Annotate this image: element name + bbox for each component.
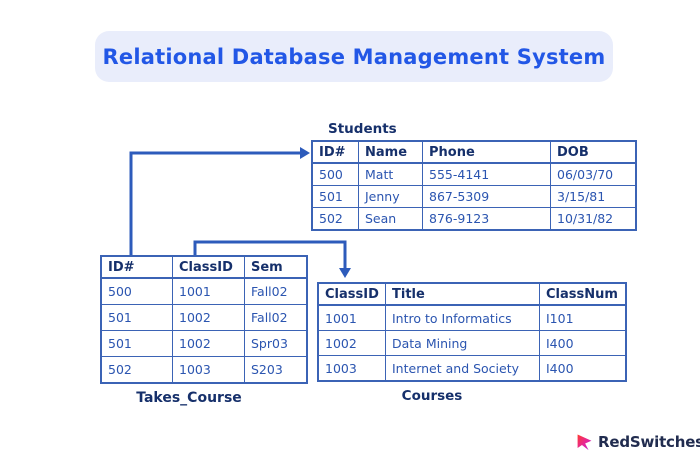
redswitches-brand: RedSwitches xyxy=(598,433,700,451)
table-cell: 501 xyxy=(100,330,173,357)
table-cell: Sean xyxy=(358,207,423,231)
table-cell: 502 xyxy=(100,356,173,384)
column-header: Sem xyxy=(244,255,308,279)
table-cell: 1003 xyxy=(317,355,386,382)
table-cell: Fall02 xyxy=(244,277,308,305)
table-cell: 876-9123 xyxy=(422,207,551,231)
courses-table-caption: Courses xyxy=(401,388,463,404)
table-cell: 502 xyxy=(311,207,359,231)
table-cell: 1001 xyxy=(172,277,245,305)
column-header: ClassID xyxy=(317,282,386,306)
diagram-title: Relational Database Management System xyxy=(102,44,606,69)
table-cell: Spr03 xyxy=(244,330,308,357)
column-header: Title xyxy=(385,282,540,306)
column-header: Name xyxy=(358,140,423,164)
table-cell: 1002 xyxy=(172,304,245,331)
redswitches-logo: RedSwitches xyxy=(576,433,700,451)
table-cell: 500 xyxy=(100,277,173,305)
table-cell: 1002 xyxy=(172,330,245,357)
table-cell: Fall02 xyxy=(244,304,308,331)
table-cell: I101 xyxy=(539,304,627,331)
table-cell: 501 xyxy=(100,304,173,331)
table-cell: S203 xyxy=(244,356,308,384)
table-cell: I400 xyxy=(539,330,627,356)
table-cell: 1001 xyxy=(317,304,386,331)
table-cell: Jenny xyxy=(358,185,423,208)
column-header: Phone xyxy=(422,140,551,164)
table-cell: 3/15/81 xyxy=(550,185,637,208)
table-cell: I400 xyxy=(539,355,627,382)
column-header: ID# xyxy=(311,140,359,164)
table-cell: Internet and Society xyxy=(385,355,540,382)
column-header: ClassID xyxy=(172,255,245,279)
column-header: DOB xyxy=(550,140,637,164)
diagram-title-pill: Relational Database Management System xyxy=(95,31,613,82)
table-cell: 06/03/70 xyxy=(550,162,637,186)
table-cell: 501 xyxy=(311,185,359,208)
column-header: ClassNum xyxy=(539,282,627,306)
table-cell: 1003 xyxy=(172,356,245,384)
students-table-caption: Students xyxy=(328,121,397,137)
fk-arrow-id-to-students xyxy=(129,147,310,255)
table-cell: 867-5309 xyxy=(422,185,551,208)
table-cell: 10/31/82 xyxy=(550,207,637,231)
column-header: ID# xyxy=(100,255,173,279)
takes-course-table-caption: Takes_Course xyxy=(136,390,242,406)
table-cell: Data Mining xyxy=(385,330,540,356)
redswitches-icon xyxy=(577,434,592,450)
table-cell: 500 xyxy=(311,162,359,186)
table-cell: 555-4141 xyxy=(422,162,551,186)
table-cell: Intro to Informatics xyxy=(385,304,540,331)
table-cell: Matt xyxy=(358,162,423,186)
table-cell: 1002 xyxy=(317,330,386,356)
